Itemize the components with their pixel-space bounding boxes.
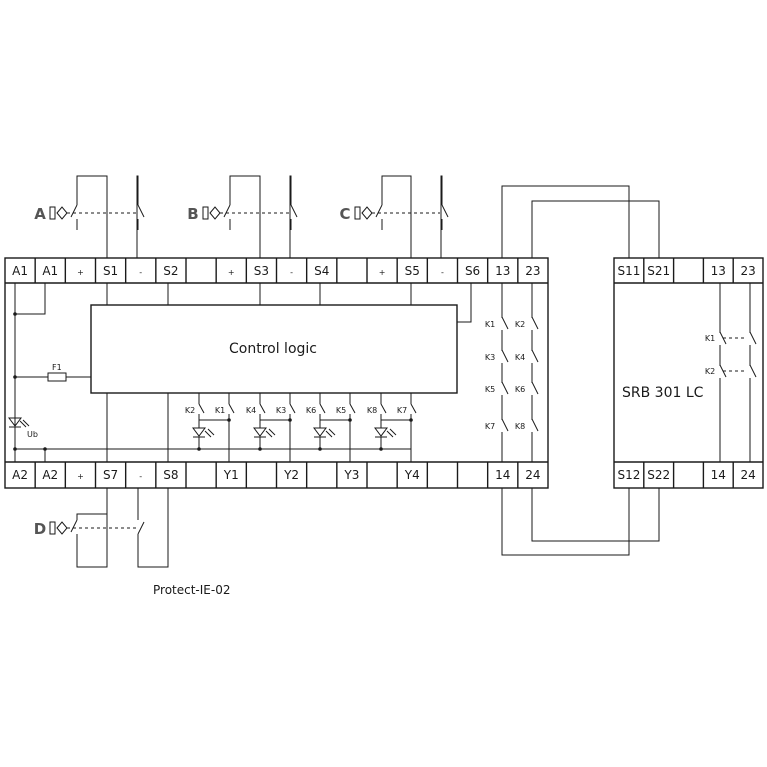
output-led-group: K2 K1 bbox=[185, 393, 235, 462]
interconnect-wiring bbox=[501, 185, 660, 556]
fuse-label: F1 bbox=[52, 363, 62, 372]
ub-label: Ub bbox=[27, 430, 38, 439]
relay-label: K4 bbox=[515, 353, 525, 362]
terminal-label: 13 bbox=[711, 264, 726, 278]
fuse-f1: F1 bbox=[15, 363, 91, 382]
output-led-group: K8 K7 bbox=[367, 393, 417, 462]
terminal-label: 24 bbox=[525, 468, 540, 482]
terminal-label: Y4 bbox=[404, 468, 420, 482]
terminal-label: S8 bbox=[163, 468, 178, 482]
sensor-letter: B bbox=[187, 205, 198, 223]
relay-label: K7 bbox=[485, 422, 495, 431]
sensor-switch-d: D bbox=[34, 488, 169, 568]
terminal-label: S3 bbox=[254, 264, 269, 278]
relay-label: K1 bbox=[485, 320, 495, 329]
terminal-label: S11 bbox=[617, 264, 640, 278]
protect-ie-02-module: A1 A1 + S1 - S2 + S3 - S4 + S5 - S6 13 23 A2 A2 + S7 - S8 Y1 Y… bbox=[4, 257, 549, 489]
relay-label: K3 bbox=[485, 353, 495, 362]
srb-top-terminal-row: S11 S21 13 23 bbox=[617, 264, 755, 278]
srb-bottom-terminal-row: S12 S22 14 24 bbox=[617, 468, 755, 482]
terminal-label: - bbox=[139, 472, 142, 481]
control-logic-label: Control logic bbox=[229, 341, 317, 357]
terminal-label: Y1 bbox=[223, 468, 239, 482]
terminal-label: + bbox=[379, 268, 386, 277]
terminal-label: S6 bbox=[465, 264, 480, 278]
top-terminal-row: A1 A1 + S1 - S2 + S3 - S4 + S5 - S6 13 23 bbox=[12, 264, 540, 278]
contact-label: K8 bbox=[367, 406, 377, 415]
contact-label: K5 bbox=[336, 406, 346, 415]
sensor-loop: C bbox=[339, 175, 449, 258]
terminal-label: A1 bbox=[12, 264, 28, 278]
contact-label: K4 bbox=[246, 406, 256, 415]
terminal-label: - bbox=[139, 268, 142, 277]
contact-label: K3 bbox=[276, 406, 286, 415]
sensor-loop: B bbox=[187, 175, 298, 258]
terminal-label: S12 bbox=[617, 468, 640, 482]
sensor-loop: A bbox=[34, 175, 145, 258]
terminal-label: S21 bbox=[647, 264, 670, 278]
output-led-group: K6 K5 bbox=[306, 393, 356, 462]
srb-module-name: SRB 301 LC bbox=[622, 385, 704, 401]
terminal-label: A1 bbox=[42, 264, 58, 278]
terminal-label: S22 bbox=[647, 468, 670, 482]
relay-label: K2 bbox=[705, 367, 715, 376]
contact-label: K7 bbox=[397, 406, 407, 415]
relay-label: K1 bbox=[705, 334, 715, 343]
terminal-label: 23 bbox=[525, 264, 540, 278]
terminal-label: 24 bbox=[740, 468, 755, 482]
terminal-label: S4 bbox=[314, 264, 329, 278]
relay-label: K2 bbox=[515, 320, 525, 329]
sensor-letter: A bbox=[34, 205, 46, 223]
terminal-label: - bbox=[290, 268, 293, 277]
module-name-label: Protect-IE-02 bbox=[153, 583, 230, 597]
relay-label: K8 bbox=[515, 422, 525, 431]
terminal-label: A2 bbox=[42, 468, 58, 482]
terminal-label: 14 bbox=[711, 468, 726, 482]
contact-label: K1 bbox=[215, 406, 225, 415]
sensor-letter: C bbox=[339, 205, 350, 223]
contact-label: K6 bbox=[306, 406, 316, 415]
bottom-terminal-row: A2 A2 + S7 - S8 Y1 Y2 Y3 Y4 14 24 bbox=[12, 468, 540, 482]
terminal-label: 23 bbox=[740, 264, 755, 278]
relay-label: K5 bbox=[485, 385, 495, 394]
terminal-label: 14 bbox=[495, 468, 510, 482]
terminal-label: + bbox=[77, 472, 84, 481]
terminal-label: 13 bbox=[495, 264, 510, 278]
terminal-label: Y2 bbox=[283, 468, 299, 482]
terminal-label: S7 bbox=[103, 468, 118, 482]
terminal-label: S2 bbox=[163, 264, 178, 278]
terminal-label: A2 bbox=[12, 468, 28, 482]
sensor-letter: D bbox=[34, 520, 46, 538]
terminal-label: + bbox=[77, 268, 84, 277]
terminal-label: S5 bbox=[405, 264, 420, 278]
contact-label: K2 bbox=[185, 406, 195, 415]
relay-label: K6 bbox=[515, 385, 525, 394]
terminal-label: S1 bbox=[103, 264, 118, 278]
terminal-label: + bbox=[228, 268, 235, 277]
control-logic-block bbox=[90, 304, 458, 394]
terminal-label: - bbox=[441, 268, 444, 277]
output-led-group: K4 K3 bbox=[246, 393, 296, 462]
ub-led-icon: Ub bbox=[8, 417, 38, 439]
terminal-label: Y3 bbox=[343, 468, 359, 482]
